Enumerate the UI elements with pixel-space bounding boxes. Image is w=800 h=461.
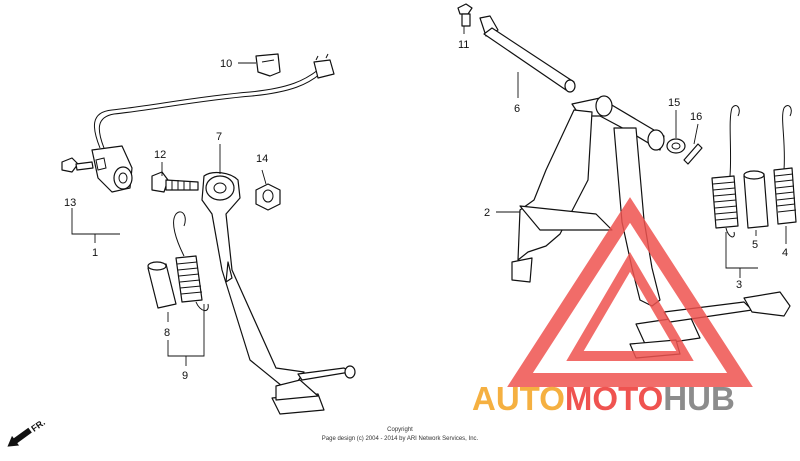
callout-6: 6	[514, 103, 520, 115]
left-leader-lines	[71, 62, 267, 366]
callout-8: 8	[164, 327, 170, 339]
callout-1: 1	[92, 247, 98, 259]
main-stand-spring-4	[773, 105, 797, 225]
watermark-moto: MOTO	[565, 380, 663, 417]
watermark-triangle-icon	[507, 197, 753, 387]
side-stand-switch	[91, 145, 133, 193]
callout-11: 11	[458, 39, 469, 51]
callout-7: 7	[216, 131, 222, 143]
callout-15: 15	[668, 97, 680, 109]
callout-13: 13	[64, 197, 76, 209]
watermark-auto: AUTO	[472, 380, 565, 417]
bolt-13	[61, 157, 94, 173]
callout-10: 10	[220, 58, 232, 70]
pivot-bolt-12	[151, 171, 199, 193]
watermark-logo: AUTOMOTOHUB	[472, 380, 735, 417]
svg-text:AUTOMOTOHUB: AUTOMOTOHUB	[472, 380, 735, 417]
switch-wire	[93, 53, 335, 149]
front-label: FR.	[29, 417, 47, 434]
callout-12: 12	[154, 149, 166, 161]
copyright-line-1: Copyright	[387, 427, 413, 433]
collar-5	[743, 170, 769, 229]
callout-16: 16	[690, 111, 702, 123]
nut-14	[255, 183, 281, 211]
callout-9: 9	[182, 370, 188, 382]
wire-clamp	[255, 53, 281, 77]
copyright-notice: Copyright Page design (c) 2004 - 2014 by…	[322, 427, 479, 442]
callout-3: 3	[736, 279, 742, 291]
main-stand	[511, 95, 791, 359]
collar-8	[147, 261, 177, 309]
callout-5: 5	[752, 239, 758, 251]
front-arrow-icon	[7, 427, 32, 447]
right-leader-lines	[463, 26, 787, 278]
main-stand-spring-3	[711, 105, 740, 238]
side-stand-spring	[173, 211, 209, 311]
callout-14: 14	[256, 153, 268, 165]
callout-labels: 1 2 3 4 5 6 7 8 9 10 11 12 13 14 15 16	[64, 39, 788, 382]
bolt-11	[457, 3, 473, 27]
washer-15	[666, 138, 686, 154]
main-stand-shaft	[479, 15, 576, 93]
side-stand	[201, 171, 356, 415]
front-direction-indicator: FR.	[7, 417, 47, 447]
callout-2: 2	[484, 207, 490, 219]
watermark-hub: HUB	[663, 380, 735, 417]
cotter-pin-16	[683, 143, 703, 165]
callout-4: 4	[782, 247, 788, 259]
copyright-line-2: Page design (c) 2004 - 2014 by ARI Netwo…	[322, 436, 479, 442]
